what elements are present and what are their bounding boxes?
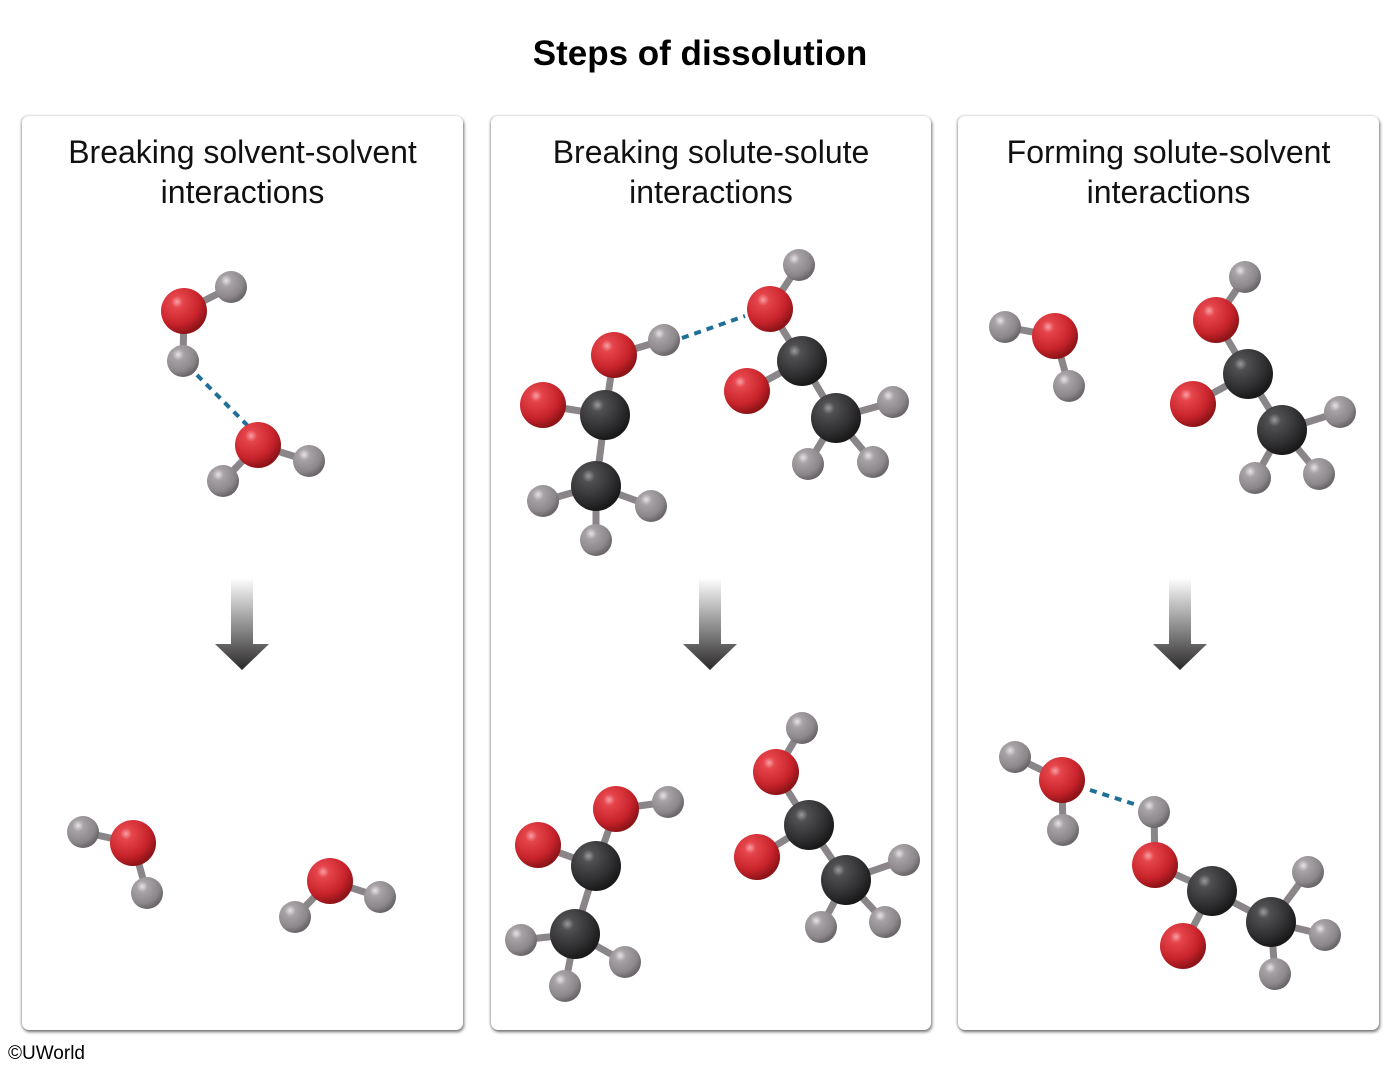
hydrogen-atom [1229, 261, 1261, 293]
hydrogen-atom [648, 324, 680, 356]
panel-title: Breaking solvent-solvent interactions [22, 132, 463, 212]
hydrogen-atom [783, 249, 815, 281]
hydrogen-atom [580, 524, 612, 556]
oxygen-atom [515, 822, 561, 868]
hydrogen-atom [1053, 370, 1085, 402]
panel-title: Breaking solute-solute interactions [491, 132, 931, 212]
oxygen-atom [1160, 923, 1206, 969]
down-arrow-icon [215, 578, 269, 670]
carbon-atom [580, 390, 630, 440]
hydrogen-atom [293, 445, 325, 477]
hydrogen-atom [609, 946, 641, 978]
hydrogen-atom [1259, 958, 1291, 990]
hydrogen-atom [888, 844, 920, 876]
panel-title-line1: Breaking solute-solute [552, 134, 870, 170]
carbon-atom [821, 855, 871, 905]
hydrogen-atom [805, 911, 837, 943]
carbon-atom [811, 393, 861, 443]
oxygen-atom [753, 749, 799, 795]
water-molecule [161, 271, 247, 377]
carbon-atom [571, 841, 621, 891]
acetic-acid-molecule [505, 786, 684, 1002]
hydrogen-atom [635, 490, 667, 522]
panel-title-line2: interactions [1086, 174, 1251, 210]
carbon-atom [550, 909, 600, 959]
oxygen-atom [1170, 381, 1216, 427]
carbon-atom [777, 336, 827, 386]
hydrogen-atom [279, 901, 311, 933]
diagram-title: Steps of dissolution [532, 34, 868, 73]
hydrogen-atom [857, 446, 889, 478]
hydrogen-bond [195, 373, 252, 430]
hydrogen-atom [652, 786, 684, 818]
hydrogen-atom [549, 970, 581, 1002]
oxygen-atom [1039, 757, 1085, 803]
oxygen-atom [520, 382, 566, 428]
hydrogen-atom [869, 906, 901, 938]
hydrogen-atom [364, 881, 396, 913]
water-molecule [279, 858, 396, 933]
carbon-atom [1246, 897, 1296, 947]
water-molecule [999, 741, 1085, 846]
hydrogen-atom [792, 448, 824, 480]
hydrogen-atom [1309, 919, 1341, 951]
hydrogen-atom [786, 712, 818, 744]
panel-title-line1: Forming solute-solvent [1006, 134, 1331, 170]
hydrogen-atom [877, 386, 909, 418]
hydrogen-atom [215, 271, 247, 303]
hydrogen-atom [1303, 458, 1335, 490]
panel-title-line1: Breaking solvent-solvent [68, 134, 417, 170]
carbon-atom [1223, 349, 1273, 399]
hydrogen-atom [505, 924, 537, 956]
oxygen-atom [734, 834, 780, 880]
down-arrow-icon [1153, 578, 1207, 670]
carbon-atom [571, 461, 621, 511]
carbon-atom [1257, 405, 1307, 455]
oxygen-atom [724, 368, 770, 414]
hydrogen-atom [131, 877, 163, 909]
acetic-acid-molecule [734, 712, 920, 943]
oxygen-atom [1032, 313, 1078, 359]
hydrogen-atom [207, 465, 239, 497]
oxygen-atom [1193, 297, 1239, 343]
acetic-acid-molecule [1170, 261, 1356, 494]
hydrogen-bond [1089, 788, 1138, 807]
oxygen-atom [747, 286, 793, 332]
panel-title-line2: interactions [160, 174, 325, 210]
down-arrow-icon [683, 578, 737, 670]
acetic-acid-molecule [724, 249, 909, 480]
oxygen-atom [110, 820, 156, 866]
hydrogen-atom [67, 816, 99, 848]
hydrogen-atom [1047, 814, 1079, 846]
hydrogen-atom [527, 485, 559, 517]
hydrogen-atom [167, 345, 199, 377]
acetic-acid-molecule [520, 324, 680, 556]
panel-title: Forming solute-solvent interactions [958, 132, 1379, 212]
oxygen-atom [307, 858, 353, 904]
hydrogen-atom [989, 311, 1021, 343]
water-molecule [67, 816, 163, 909]
panel-title-line2: interactions [629, 174, 793, 210]
oxygen-atom [161, 288, 207, 334]
hydrogen-atom [1292, 856, 1324, 888]
hydrogen-bond [681, 314, 746, 340]
panel-solvent-solvent: Breaking solvent-solvent interactions [22, 116, 463, 1030]
carbon-atom [1187, 866, 1237, 916]
hydrogen-atom [999, 741, 1031, 773]
acetic-acid-molecule [1132, 796, 1341, 990]
oxygen-atom [593, 786, 639, 832]
copyright-text: ©UWorld [8, 1043, 85, 1064]
oxygen-atom [591, 332, 637, 378]
water-molecule [989, 311, 1085, 402]
oxygen-atom [1132, 842, 1178, 888]
hydrogen-atom [1324, 396, 1356, 428]
hydrogen-atom [1239, 462, 1271, 494]
water-molecule [207, 422, 325, 497]
carbon-atom [784, 800, 834, 850]
hydrogen-atom [1138, 796, 1170, 828]
oxygen-atom [235, 422, 281, 468]
